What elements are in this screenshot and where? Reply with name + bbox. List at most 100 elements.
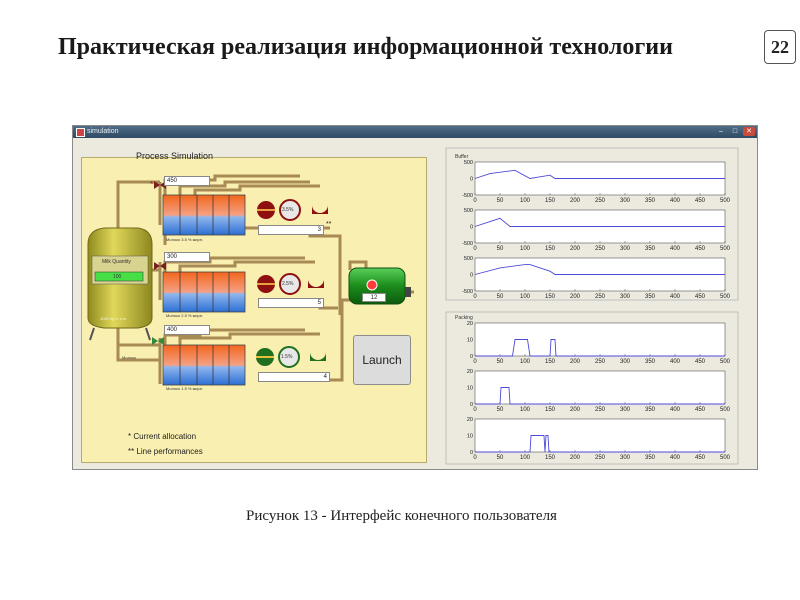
x-tick-label: 250	[595, 246, 606, 252]
y-tick-label: -500	[462, 241, 473, 247]
x-tick-label: 350	[645, 294, 656, 300]
heat-exchanger-2	[162, 271, 246, 313]
x-tick-label: 100	[520, 246, 531, 252]
y-tick-label: 500	[464, 160, 473, 166]
close-button[interactable]: ✕	[743, 127, 755, 136]
x-tick-label: 450	[695, 359, 706, 365]
valve-icon	[152, 337, 164, 345]
x-tick-label: 250	[595, 198, 606, 204]
x-tick-label: 400	[670, 359, 681, 365]
x-tick-label: 500	[720, 407, 731, 413]
valve-icon	[154, 262, 166, 270]
chart-5-series-line	[475, 387, 725, 405]
x-tick-label: 450	[695, 294, 706, 300]
valve-icon	[154, 181, 166, 189]
chart-6-series-line	[475, 435, 725, 453]
performance-mark: **	[326, 221, 332, 228]
x-tick-label: 0	[473, 359, 477, 365]
tank-icon	[310, 352, 326, 361]
x-tick-label: 150	[545, 198, 556, 204]
x-tick-label: 250	[595, 294, 606, 300]
chart-3-series-line	[474, 264, 725, 275]
milk-tank	[87, 227, 153, 341]
x-tick-label: 150	[545, 455, 556, 461]
x-tick-label: 200	[570, 359, 581, 365]
figure-caption: Рисунок 13 - Интерфейс конечного пользов…	[246, 508, 557, 524]
chart-title: Packing	[455, 315, 473, 321]
chart-1-series-line	[474, 169, 725, 179]
y-tick-label: 20	[467, 417, 473, 423]
chart-title: Buffer	[455, 154, 469, 160]
x-tick-label: 350	[645, 407, 656, 413]
note-line-performances: ** Line performances	[128, 447, 203, 456]
page-number: 22	[764, 30, 796, 64]
milk-quantity-value: 100	[113, 274, 122, 280]
x-tick-label: 50	[497, 198, 504, 204]
x-tick-label: 500	[720, 246, 731, 252]
x-tick-label: 300	[620, 359, 631, 365]
chart-6-plot-area	[474, 418, 726, 453]
x-tick-label: 300	[620, 246, 631, 252]
x-tick-label: 0	[473, 294, 477, 300]
x-tick-label: 400	[670, 407, 681, 413]
allocation-mark: *	[150, 180, 154, 189]
line3-product-label: Молоко 1.5 % жирн.	[166, 386, 204, 391]
window-titlebar[interactable]: simulation – □ ✕	[73, 126, 757, 138]
minimize-button[interactable]: –	[719, 128, 723, 135]
x-tick-label: 50	[497, 359, 504, 365]
gauge-icon	[278, 346, 300, 368]
y-tick-label: 20	[467, 321, 473, 327]
x-tick-label: 150	[545, 359, 556, 365]
x-tick-label: 500	[720, 455, 731, 461]
x-tick-label: 300	[620, 407, 631, 413]
line1-percent: 3.5%	[282, 207, 294, 213]
x-tick-label: 450	[695, 407, 706, 413]
x-tick-label: 0	[473, 407, 477, 413]
line1-performance: 3	[258, 225, 324, 235]
x-tick-label: 350	[645, 359, 656, 365]
launch-button[interactable]: Launch	[353, 335, 411, 385]
x-tick-label: 300	[620, 294, 631, 300]
line2-input[interactable]: 300	[164, 252, 210, 262]
x-tick-label: 400	[670, 246, 681, 252]
tank-icon	[312, 205, 328, 214]
line3-input[interactable]: 400	[164, 325, 210, 335]
heat-exchanger-3	[162, 344, 246, 386]
maximize-button[interactable]: □	[732, 128, 738, 135]
x-tick-label: 0	[473, 455, 477, 461]
x-tick-label: 50	[497, 407, 504, 413]
x-tick-label: 350	[645, 455, 656, 461]
x-tick-label: 350	[645, 246, 656, 252]
x-tick-label: 500	[720, 359, 731, 365]
y-tick-label: 0	[470, 177, 473, 183]
indicator-icon	[366, 279, 378, 291]
x-tick-label: 0	[473, 246, 477, 252]
y-tick-label: -500	[462, 193, 473, 199]
x-tick-label: 400	[670, 294, 681, 300]
line1-input[interactable]: 450	[164, 176, 210, 186]
mixer-value: 12	[362, 293, 386, 302]
x-tick-label: 150	[545, 294, 556, 300]
x-tick-label: 50	[497, 246, 504, 252]
chart-4-series-line	[475, 339, 725, 357]
chart-4-plot-area	[474, 322, 726, 357]
x-tick-label: 0	[473, 198, 477, 204]
milk-tank-sublabel: 4000 kg in a hr	[100, 316, 127, 321]
heat-exchanger-1	[162, 194, 246, 236]
x-tick-label: 100	[520, 198, 531, 204]
x-tick-label: 350	[645, 198, 656, 204]
x-tick-label: 500	[720, 294, 731, 300]
x-tick-label: 100	[520, 455, 531, 461]
tank-icon	[308, 279, 324, 288]
y-tick-label: 500	[464, 208, 473, 214]
y-tick-label: 0	[470, 225, 473, 231]
x-tick-label: 500	[720, 198, 731, 204]
gauge-icon	[279, 199, 301, 221]
slide-title: Практическая реализация информационной т…	[58, 34, 673, 60]
y-tick-label: 10	[467, 386, 473, 392]
line2-product-label: Молоко 2.5 % жирн.	[166, 313, 204, 318]
line1-product-label: Молоко 3.5 % жирн.	[166, 237, 204, 242]
x-tick-label: 450	[695, 246, 706, 252]
